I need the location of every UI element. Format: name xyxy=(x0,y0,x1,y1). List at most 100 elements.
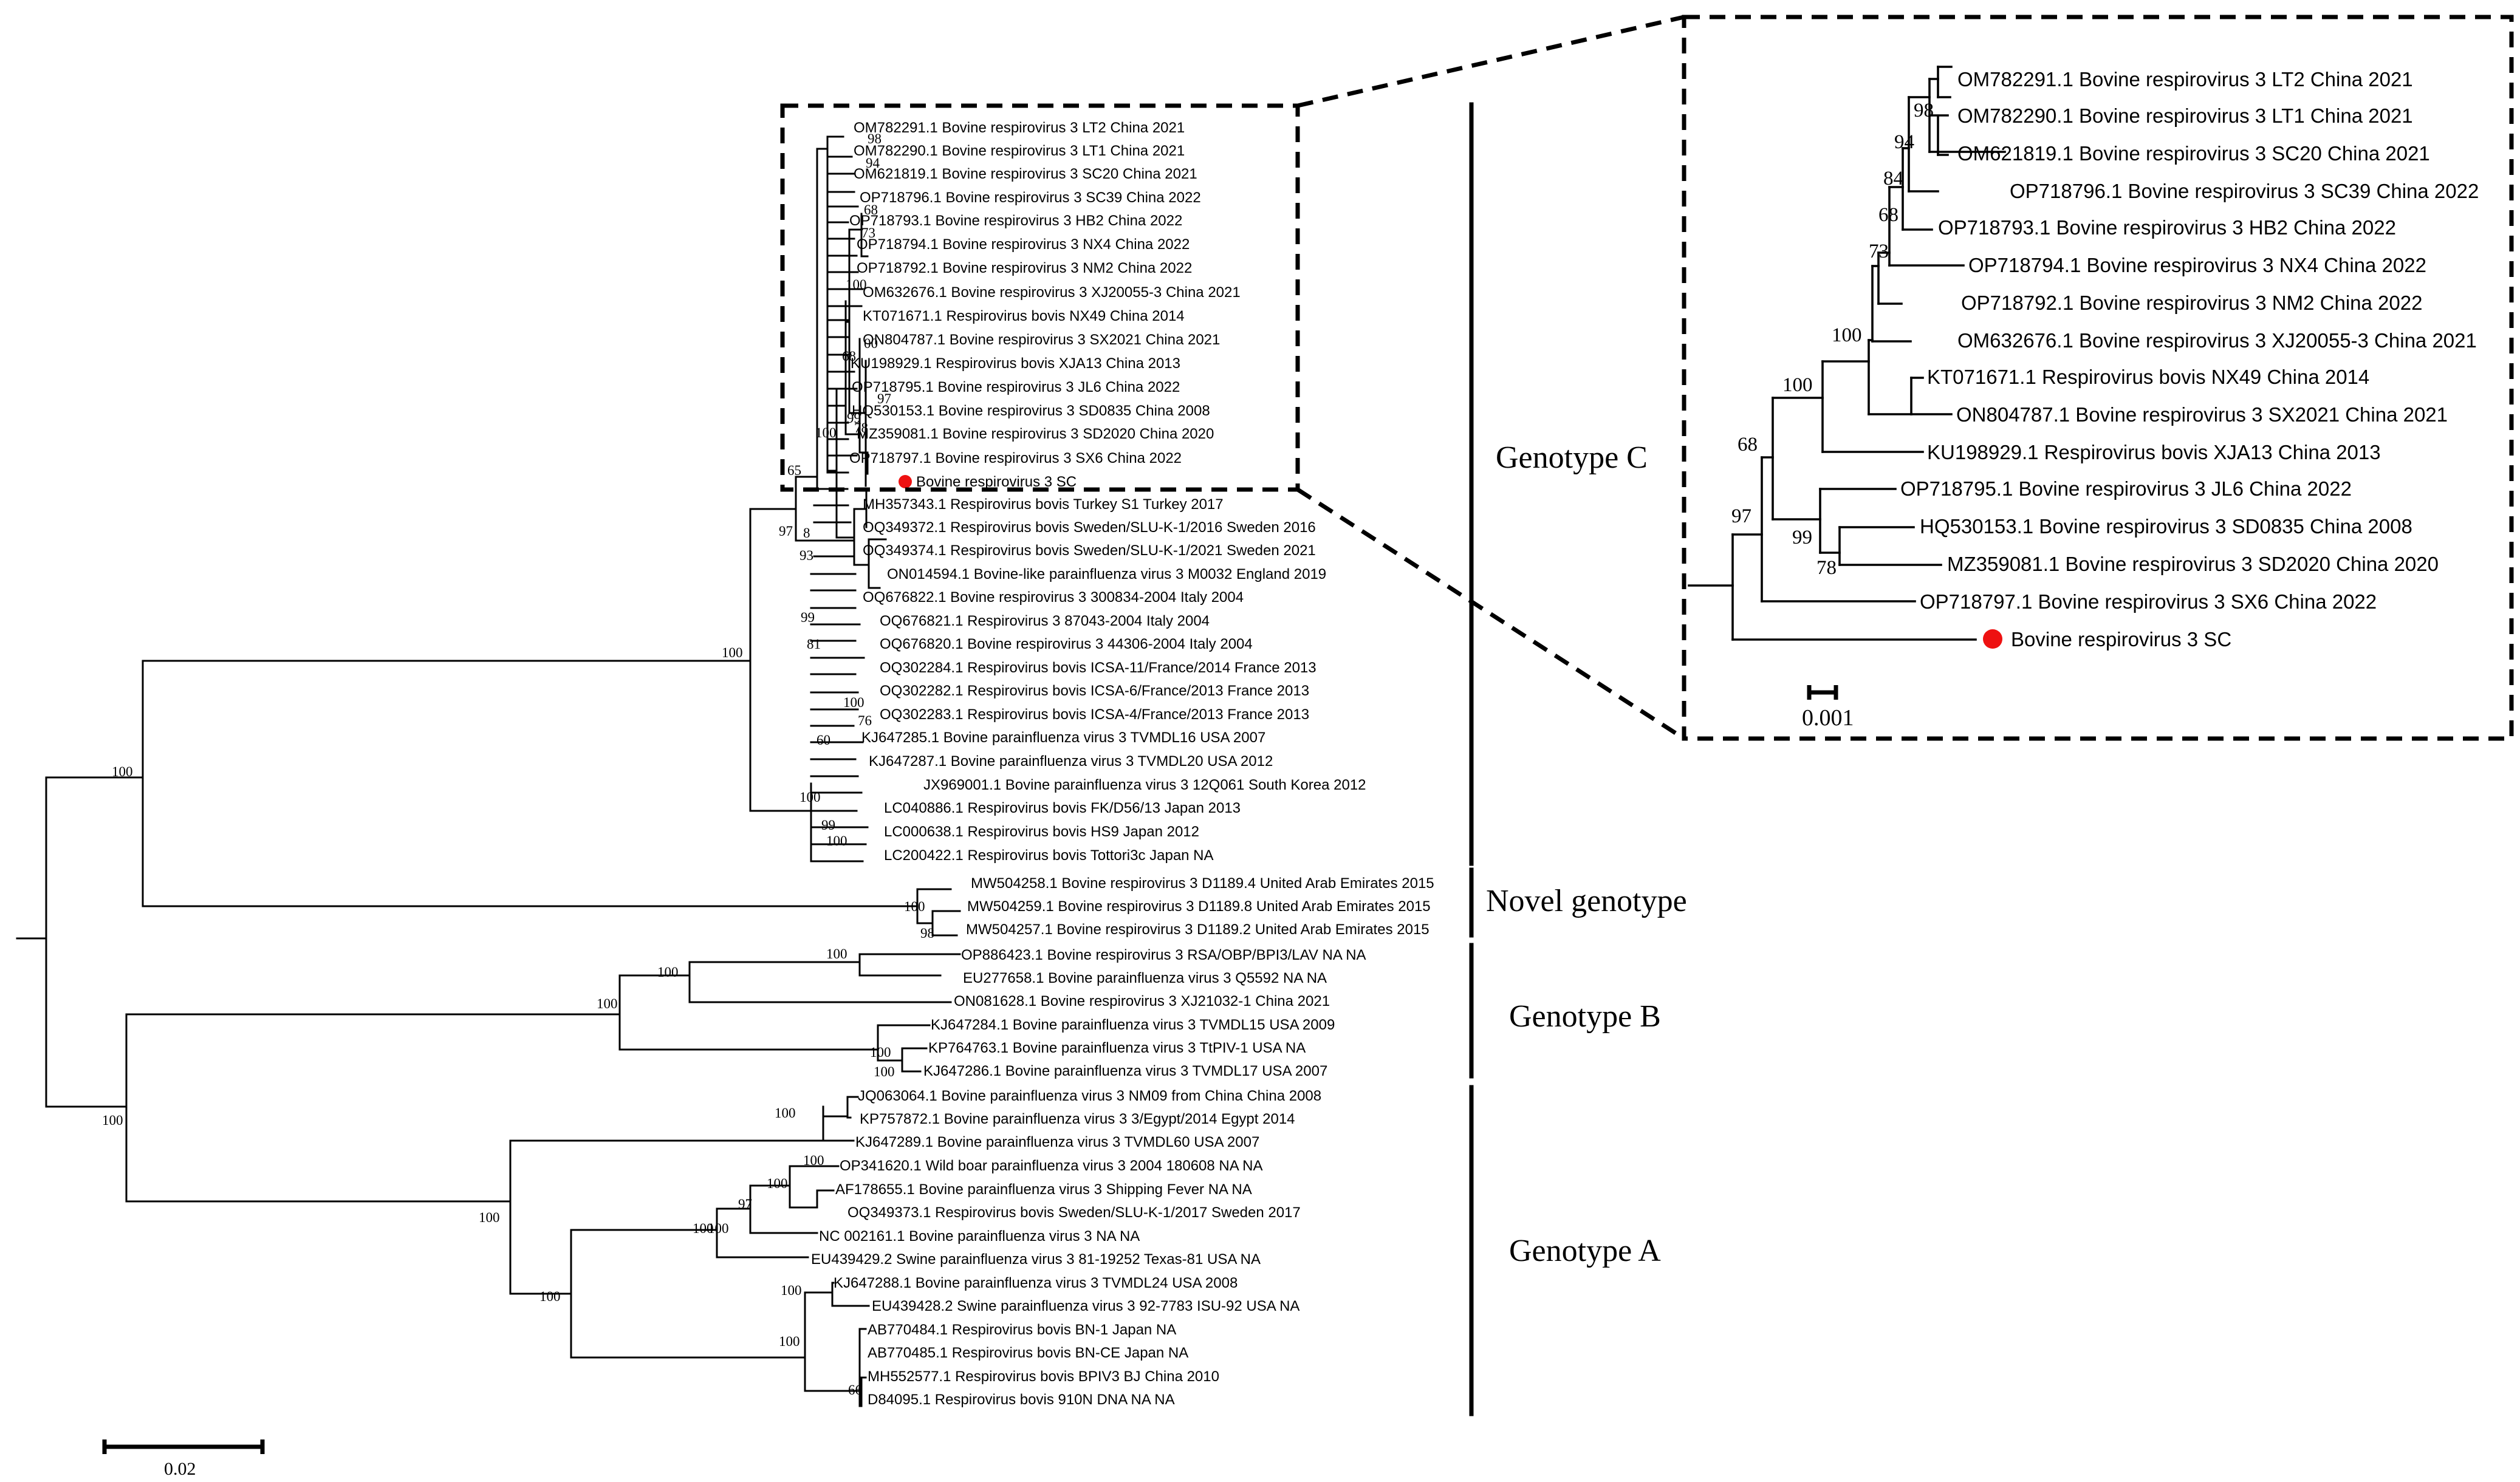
bootstrap-value: 98 xyxy=(920,926,934,941)
zoom-leaf-label: OM621819.1 Bovine respirovirus 3 SC20 Ch… xyxy=(1957,142,2430,165)
leaf-label: EU439428.2 Swine parainfluenza virus 3 9… xyxy=(872,1298,1299,1314)
leaf-label: OP718795.1 Bovine respirovirus 3 JL6 Chi… xyxy=(852,379,1180,395)
leaf-label: OP718796.1 Bovine respirovirus 3 SC39 Ch… xyxy=(860,190,1201,206)
bootstrap-value: 100 xyxy=(846,277,867,292)
bootstrap-value: 81 xyxy=(807,637,821,652)
zoom-bootstrap-value: 68 xyxy=(1738,434,1758,456)
main-tree-bootstrap-values: 98 94 68 73 100 00 68 97 99 78 100 65 97… xyxy=(102,131,934,1398)
leaf-label: KJ647288.1 Bovine parainfluenza virus 3 … xyxy=(834,1275,1238,1291)
bootstrap-value: 100 xyxy=(112,764,133,779)
zoom-leaf-label: KT071671.1 Respirovirus bovis NX49 China… xyxy=(1927,366,2369,388)
bootstrap-value: 98 xyxy=(868,131,882,146)
zoom-leaf-label: HQ530153.1 Bovine respirovirus 3 SD0835 … xyxy=(1920,515,2412,538)
leaf-label: KU198929.1 Respirovirus bovis XJA13 Chin… xyxy=(851,355,1180,372)
bootstrap-value: 100 xyxy=(803,1153,824,1168)
leaf-label: OQ349373.1 Respirovirus bovis Sweden/SLU… xyxy=(847,1204,1301,1221)
leaf-label: OQ676820.1 Bovine respirovirus 3 44306-2… xyxy=(880,636,1253,652)
leaf-label: ON014594.1 Bovine-like parainfluenza vir… xyxy=(887,566,1326,582)
bootstrap-value: 99 xyxy=(801,610,815,625)
zoom-leaf-label: OM782291.1 Bovine respirovirus 3 LT2 Chi… xyxy=(1957,68,2413,90)
leaf-label: MH552577.1 Respirovirus bovis BPIV3 BJ C… xyxy=(868,1368,1219,1385)
zoom-leaf-label: OM632676.1 Bovine respirovirus 3 XJ20055… xyxy=(1957,329,2477,352)
genotype-c-label: Genotype C xyxy=(1496,440,1648,475)
main-scale-label: 0.02 xyxy=(164,1459,196,1479)
zoom-leaf-label: OP718795.1 Bovine respirovirus 3 JL6 Chi… xyxy=(1900,477,2352,500)
bootstrap-value: 100 xyxy=(799,790,821,805)
leaf-label: LC000638.1 Respirovirus bovis HS9 Japan … xyxy=(884,824,1199,840)
bootstrap-value: 100 xyxy=(870,1045,891,1060)
bootstrap-value: 100 xyxy=(781,1283,802,1298)
leaf-label: OQ676821.1 Respirovirus 3 87043-2004 Ita… xyxy=(880,613,1210,629)
leaf-label: KJ647287.1 Bovine parainfluenza virus 3 … xyxy=(869,753,1273,770)
bootstrap-value: 100 xyxy=(874,1064,895,1079)
bootstrap-value: 99 xyxy=(847,411,861,426)
zoom-leaf-label: ON804787.1 Bovine respirovirus 3 SX2021 … xyxy=(1956,403,2448,426)
leaf-label: AB770484.1 Respirovirus bovis BN-1 Japan… xyxy=(868,1322,1176,1338)
zoom-leaf-label-highlight: Bovine respirovirus 3 SC xyxy=(2011,628,2231,651)
leaf-label: JQ063064.1 Bovine parainfluenza virus 3 … xyxy=(858,1088,1321,1104)
leaf-label: JX969001.1 Bovine parainfluenza virus 3 … xyxy=(923,777,1366,793)
bootstrap-value: 100 xyxy=(815,425,837,440)
bootstrap-value: 100 xyxy=(843,695,865,710)
zoom-tree-bootstrap-values: 98 94 84 68 73 100 100 68 97 99 78 xyxy=(1731,100,1934,579)
bootstrap-value: 00 xyxy=(864,336,878,351)
bootstrap-value: 76 xyxy=(858,713,872,728)
zoom-box xyxy=(1682,15,2514,741)
zoom-leaf-label: OP718792.1 Bovine respirovirus 3 NM2 Chi… xyxy=(1961,292,2422,314)
bootstrap-value: 100 xyxy=(826,833,847,849)
bootstrap-value: 100 xyxy=(693,1221,714,1236)
bootstrap-value: 8 xyxy=(803,525,810,541)
leaf-label: OM782291.1 Bovine respirovirus 3 LT2 Chi… xyxy=(854,120,1185,136)
zoom-bootstrap-value: 73 xyxy=(1869,241,1889,262)
leaf-label: MW504258.1 Bovine respirovirus 3 D1189.4… xyxy=(971,875,1434,892)
leaf-label: MZ359081.1 Bovine respirovirus 3 SD2020 … xyxy=(857,426,1214,442)
leaf-label: KP764763.1 Bovine parainfluenza virus 3 … xyxy=(928,1040,1306,1056)
leaf-label: OQ302282.1 Respirovirus bovis ICSA-6/Fra… xyxy=(880,683,1309,699)
leaf-label: LC040886.1 Respirovirus bovis FK/D56/13 … xyxy=(884,800,1241,816)
leaf-label: OP718797.1 Bovine respirovirus 3 SX6 Chi… xyxy=(849,450,1182,466)
leaf-label: OP341620.1 Wild boar parainfluenza virus… xyxy=(840,1158,1262,1174)
bootstrap-value: 100 xyxy=(826,946,847,961)
bootstrap-value: 97 xyxy=(779,524,793,539)
bootstrap-value: 100 xyxy=(657,965,679,980)
zoom-scale-bar: 0.001 xyxy=(1802,685,1854,731)
leaf-label: HQ530153.1 Bovine respirovirus 3 SD0835 … xyxy=(852,403,1210,419)
zoom-leaf-label: OM782290.1 Bovine respirovirus 3 LT1 Chi… xyxy=(1957,104,2413,127)
zoom-tree-leaf-labels: OM782291.1 Bovine respirovirus 3 LT2 Chi… xyxy=(1900,68,2479,651)
leaf-label: OP886423.1 Bovine respirovirus 3 RSA/OBP… xyxy=(961,947,1366,963)
leaf-label: OQ676822.1 Bovine respirovirus 3 300834-… xyxy=(863,589,1244,606)
zoom-highlight-marker xyxy=(1983,629,2002,649)
leaf-label: MW504259.1 Bovine respirovirus 3 D1189.8… xyxy=(967,898,1431,915)
zoom-leaf-label: OP718796.1 Bovine respirovirus 3 SC39 Ch… xyxy=(2010,180,2479,202)
zoom-leaf-label: OP718794.1 Bovine respirovirus 3 NX4 Chi… xyxy=(1968,254,2426,276)
zoom-scale-label: 0.001 xyxy=(1802,705,1854,731)
leaf-label: OP718793.1 Bovine respirovirus 3 HB2 Chi… xyxy=(849,213,1182,229)
leaf-label: ON804787.1 Bovine respirovirus 3 SX2021 … xyxy=(863,332,1220,348)
leaf-label: OQ349374.1 Respirovirus bovis Sweden/SLU… xyxy=(863,542,1316,559)
zoom-tree-branches xyxy=(1688,66,2006,641)
zoom-connector-top xyxy=(1297,15,1685,108)
leaf-label: MH357343.1 Respirovirus bovis Turkey S1 … xyxy=(863,496,1224,513)
bootstrap-value: 68 xyxy=(842,349,856,364)
bootstrap-value: 78 xyxy=(854,420,868,435)
zoom-bootstrap-value: 98 xyxy=(1914,100,1934,121)
bootstrap-value: 100 xyxy=(102,1113,123,1128)
leaf-label: KJ647285.1 Bovine parainfluenza virus 3 … xyxy=(861,729,1265,746)
zoom-leaf-label: KU198929.1 Respirovirus bovis XJA13 Chin… xyxy=(1927,441,2381,463)
leaf-label: OM632676.1 Bovine respirovirus 3 XJ20055… xyxy=(863,284,1241,301)
leaf-label: KJ647284.1 Bovine parainfluenza virus 3 … xyxy=(931,1017,1335,1033)
bootstrap-value: 100 xyxy=(479,1210,500,1225)
leaf-label: ON081628.1 Bovine respirovirus 3 XJ21032… xyxy=(954,993,1330,1009)
leaf-label: KJ647289.1 Bovine parainfluenza virus 3 … xyxy=(855,1134,1259,1150)
leaf-label: AF178655.1 Bovine parainfluenza virus 3 … xyxy=(835,1181,1252,1198)
leaf-label: AB770485.1 Respirovirus bovis BN-CE Japa… xyxy=(868,1345,1188,1361)
zoom-bootstrap-value: 78 xyxy=(1816,557,1837,579)
bootstrap-value: 100 xyxy=(597,996,618,1011)
leaf-label: EU277658.1 Bovine parainfluenza virus 3 … xyxy=(963,970,1327,986)
zoom-bootstrap-value: 94 xyxy=(1894,131,1914,153)
genotype-a-label: Genotype A xyxy=(1509,1234,1661,1268)
leaf-label: OQ302283.1 Respirovirus bovis ICSA-4/Fra… xyxy=(880,706,1309,723)
main-tree-branches xyxy=(16,135,961,1407)
selection-box xyxy=(780,103,1300,492)
